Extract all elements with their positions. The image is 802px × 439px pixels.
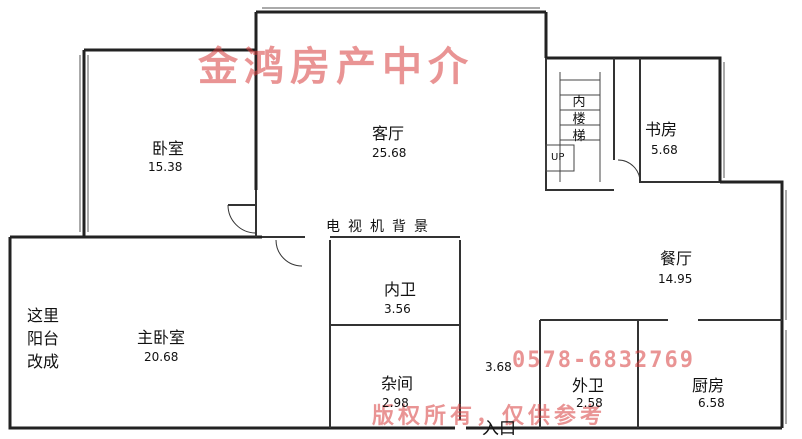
balcony-note-line-2: 阳台 xyxy=(27,329,60,348)
stair-up-box xyxy=(545,144,575,172)
stair-up-label: UP xyxy=(551,152,565,163)
agency-watermark: 金鸿房产中介 xyxy=(198,43,474,90)
stair-label-1: 内 xyxy=(572,95,586,110)
room-area-kitchen: 6.58 xyxy=(698,396,725,410)
room-name-study: 书房 xyxy=(645,120,678,139)
room-name-living: 客厅 xyxy=(372,124,405,143)
entrance-label: 入口 xyxy=(482,419,516,439)
door-swing xyxy=(617,159,641,183)
stair-label-3: 梯 xyxy=(572,129,586,144)
room-area-study: 5.68 xyxy=(651,143,678,157)
outer-wall xyxy=(720,180,784,428)
room-area-outer-bath: 2.58 xyxy=(576,396,603,410)
room-area-storage: 2.98 xyxy=(382,396,409,410)
outer-wall xyxy=(8,237,455,430)
phone-watermark: 0578-6832769 xyxy=(512,348,695,373)
room-area-living: 25.68 xyxy=(372,146,407,160)
balcony-note-line-1: 这里 xyxy=(27,306,60,325)
room-area-master: 20.68 xyxy=(144,350,179,364)
room-name-inner-bath: 内卫 xyxy=(384,280,417,299)
room-name-dining: 餐厅 xyxy=(660,249,693,268)
tv-wall-label: 电视机背景 xyxy=(326,219,436,235)
stair-label-2: 楼 xyxy=(572,112,586,127)
room-name-outer-bath: 外卫 xyxy=(572,376,605,395)
door-swing xyxy=(275,239,303,267)
wall xyxy=(545,58,614,191)
room-area-inner-bath: 3.56 xyxy=(384,302,411,316)
room-area-bedroom: 15.38 xyxy=(148,160,183,174)
room-name-master: 主卧室 xyxy=(137,328,186,347)
door-swing xyxy=(227,204,257,234)
room-area-dining: 14.95 xyxy=(658,272,693,286)
room-area-corridor: 3.68 xyxy=(485,360,512,374)
outer-wall xyxy=(546,56,722,182)
balcony-note-line-3: 改成 xyxy=(27,352,60,371)
room-name-bedroom: 卧室 xyxy=(152,139,185,158)
room-name-storage: 杂间 xyxy=(381,374,414,393)
notice-watermark: 版权所有，仅供参考 xyxy=(372,403,607,429)
room-name-kitchen: 厨房 xyxy=(692,376,725,395)
